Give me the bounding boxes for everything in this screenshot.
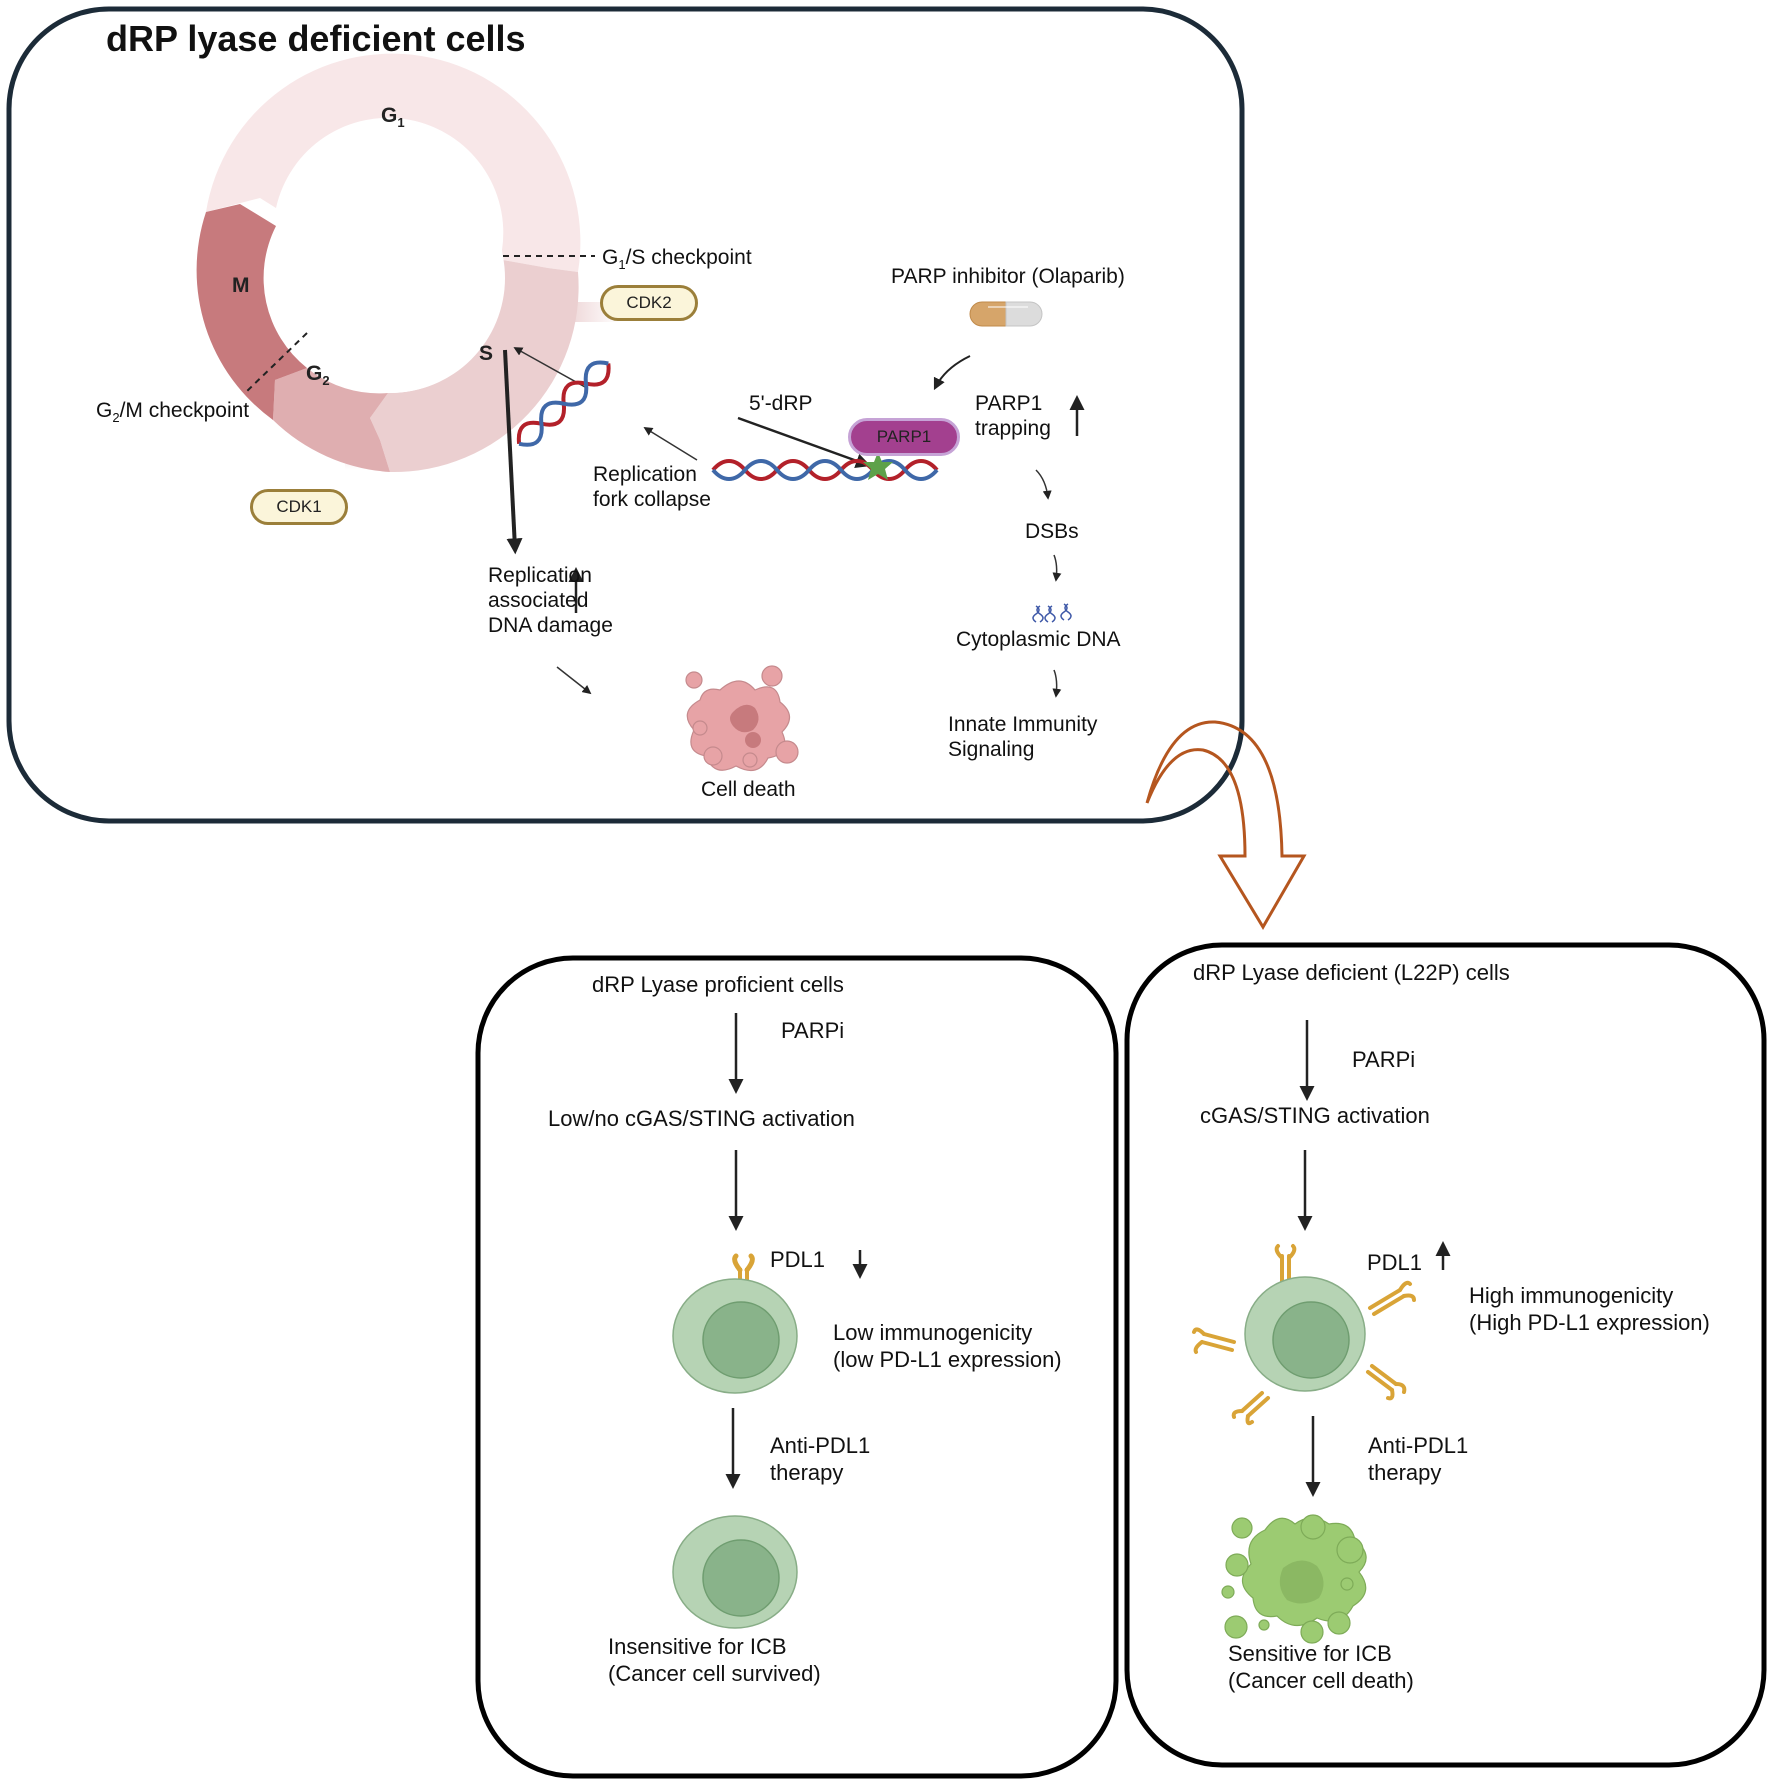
right-therapy-line-1: Anti-PDL1 — [1368, 1433, 1469, 1458]
trapping-line-2: trapping — [975, 417, 1051, 440]
left-outcome-line-2: (Cancer cell survived) — [608, 1661, 821, 1686]
g2m-pre: G — [96, 399, 113, 422]
g2m-sub: 2 — [112, 410, 120, 426]
five-drp-label: 5'-dRP — [749, 392, 813, 415]
g2m-checkpoint-label: G2/M checkpoint — [96, 398, 249, 431]
left-cell-low-pdl1-icon — [672, 1253, 798, 1394]
right-pdl1-label: PDL1 — [1367, 1250, 1423, 1275]
right-outcome-line-2: (Cancer cell death) — [1228, 1668, 1414, 1693]
dead-cell-pink-icon — [685, 665, 799, 772]
innate-line-2: Signaling — [948, 738, 1035, 761]
left-outcome-line-1: Insensitive for ICB — [608, 1634, 787, 1659]
parp-inhibitor-label: PARP inhibitor (Olaparib) — [891, 265, 1125, 288]
left-activation-label: Low/no cGAS/STING activation — [548, 1106, 855, 1131]
g2-segment — [273, 368, 390, 472]
dna-helix-icon — [711, 459, 939, 481]
right-panel-border — [1124, 942, 1767, 1768]
transition-arrow — [1145, 720, 1307, 930]
trapping-to-dsb-arrow — [1035, 469, 1052, 500]
left-therapy-line-1: Anti-PDL1 — [770, 1433, 871, 1458]
cyto-to-innate-arrow — [1052, 669, 1062, 698]
olaparib-to-parp-arrow — [890, 358, 944, 400]
phase-g2-label: G2 — [306, 362, 330, 388]
cell-death-label: Cell death — [701, 778, 796, 801]
cytoplasmic-dna-icon — [1032, 603, 1072, 623]
g2m-post: /M checkpoint — [119, 399, 250, 422]
cell-cycle-ring — [196, 53, 620, 473]
g2-text: G — [306, 362, 323, 385]
right-outcome-label: Sensitive for ICB(Cancer cell death) — [1228, 1640, 1414, 1694]
top-panel-border — [6, 6, 1245, 824]
left-pdl1-label: PDL1 — [770, 1247, 826, 1272]
damage-line-3: DNA damage — [488, 614, 613, 637]
fork-to-s-arrow — [513, 347, 586, 388]
fork-line-1: Replication — [593, 463, 697, 486]
g1-segment — [206, 53, 581, 272]
g1-text: G — [381, 104, 398, 127]
left-therapy-line-2: therapy — [770, 1460, 844, 1485]
right-outcome-line-1: Sensitive for ICB — [1228, 1641, 1392, 1666]
phase-m-label: M — [232, 274, 250, 297]
right-parpi-label: PARPi — [1352, 1047, 1416, 1072]
right-immuno-line-1: High immunogenicity — [1469, 1283, 1674, 1308]
g2m-checkpoint-line — [244, 332, 308, 394]
left-panel-border — [475, 955, 1119, 1779]
left-outcome-label: Insensitive for ICB(Cancer cell survived… — [608, 1633, 821, 1687]
collapsed-dna-helix-icon — [516, 360, 611, 447]
left-parpi-label: PARPi — [781, 1018, 845, 1043]
damage-to-death-arrow — [556, 666, 592, 695]
damage-line-1: Replication — [488, 564, 592, 587]
g1s-pre: G — [602, 246, 619, 269]
damage-line-2: associated — [488, 589, 589, 612]
s-segment — [370, 260, 579, 473]
drp-lesion-star-icon — [863, 452, 893, 480]
right-dead-cell-icon — [1221, 1514, 1367, 1644]
right-activation-label: cGAS/STING activation — [1200, 1103, 1430, 1128]
s-to-damage-arrow — [503, 349, 523, 555]
right-cell-high-pdl1-icon — [1192, 1244, 1416, 1426]
dsbs-label: DSBs — [1025, 520, 1079, 543]
cdk1-badge: CDK1 — [250, 489, 348, 525]
g1-sub: 1 — [397, 115, 405, 131]
drp-pointer-arrow — [737, 416, 871, 468]
m-segment — [196, 204, 307, 420]
left-immuno-line-2: (low PD-L1 expression) — [833, 1347, 1062, 1372]
right-immuno-line-2: (High PD-L1 expression) — [1469, 1310, 1710, 1335]
left-immuno-line-1: Low immunogenicity — [833, 1320, 1033, 1345]
parp1-protein: PARP1 — [848, 418, 960, 456]
olaparib-curve-arrow — [933, 355, 971, 391]
cdk2-badge: CDK2 — [600, 285, 698, 321]
left-cell-survived-icon — [672, 1515, 798, 1629]
g1s-sub: 1 — [618, 257, 626, 273]
g1s-checkpoint-label: G1/S checkpoint — [602, 245, 752, 278]
left-panel-title: dRP Lyase proficient cells — [592, 972, 844, 997]
g2-sub: 2 — [322, 373, 330, 389]
dna-to-fork-arrow — [643, 427, 698, 461]
cytoplasmic-dna-label: Cytoplasmic DNA — [956, 628, 1121, 651]
right-immunogenicity-label: High immunogenicity(High PD-L1 expressio… — [1469, 1282, 1710, 1336]
innate-line-1: Innate Immunity — [948, 713, 1098, 736]
left-immunogenicity-label: Low immunogenicity(low PD-L1 expression) — [833, 1319, 1062, 1373]
right-therapy-line-2: therapy — [1368, 1460, 1442, 1485]
fork-line-2: fork collapse — [593, 488, 711, 511]
trapping-line-1: PARP1 — [975, 392, 1043, 415]
phase-s-label: S — [479, 342, 494, 365]
right-panel-title: dRP Lyase deficient (L22P) cells — [1193, 960, 1510, 985]
olaparib-capsule-icon — [969, 301, 1043, 327]
dsb-to-cyto-arrow — [1052, 554, 1062, 582]
top-panel-title: dRP lyase deficient cells — [106, 18, 526, 59]
g1s-post: /S checkpoint — [625, 246, 752, 269]
ring-hole — [275, 163, 505, 393]
phase-g1-label: G1 — [381, 104, 405, 130]
